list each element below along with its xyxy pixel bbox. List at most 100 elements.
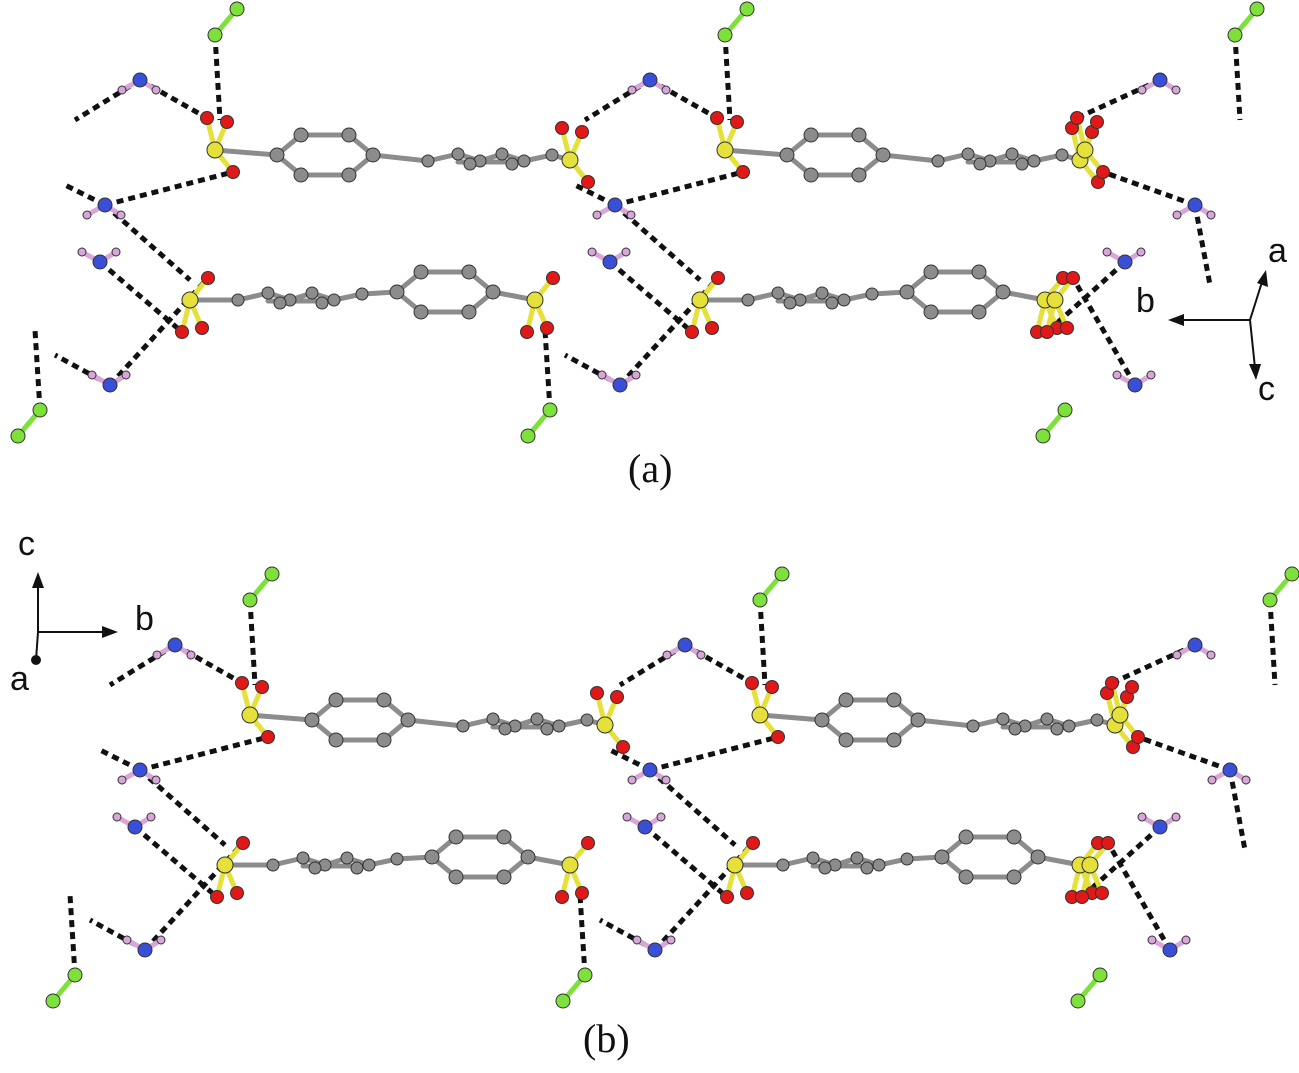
hydrogen-bond [577,894,588,976]
panel-label-b: (b) [583,1016,630,1061]
oxygen-atom [581,836,595,850]
carbon-atom [304,712,320,728]
oxygen-atom [575,125,589,139]
hydrogen-bond [247,599,258,686]
oxygen-atom [765,680,779,694]
sulfur-atom [716,141,734,159]
carbon-atom [350,861,364,875]
carbon-atom [886,692,902,708]
carbon-atom [448,829,464,845]
oxygen-atom [720,890,734,904]
axis-triad-a: a b c [1136,232,1287,408]
carbon-atom [996,712,1010,726]
covalent-bond [405,717,466,729]
hydrogen-atom [622,812,632,822]
oxygen-atom [1040,325,1054,339]
carbon-atom [966,719,980,733]
carbon-atom [315,296,329,310]
carbon-atom [995,284,1011,300]
carbon-atom [355,287,369,301]
carbon-atom [1062,719,1076,733]
carbon-atom [971,304,987,320]
oxygen-atom [1125,680,1139,694]
oxygen-atom [1075,890,1089,904]
chlorine-atom [1262,592,1278,608]
oxygen-atom [1095,886,1109,900]
carbon-atom [530,712,544,726]
carbon-atom [1050,722,1064,736]
carbon-atom [424,849,440,865]
carbon-atom [261,286,275,300]
nitrogen-atom [1222,762,1238,778]
hydrogen-atom [87,370,97,380]
hydrogen-bond [1227,769,1248,851]
covalent-bond [915,717,976,729]
carbon-atom [390,852,404,866]
carbon-atom [741,293,755,307]
hydrogen-atom [597,370,607,380]
hydrogen-bond [1232,34,1243,121]
carbon-atom [269,147,285,163]
hydrogen-atom [1172,210,1182,220]
carbon-atom [328,692,344,708]
hydrogen-atom [1147,935,1157,945]
carbon-atom [1030,849,1046,865]
chlorine-atom [774,566,790,582]
covalent-bond [212,147,280,158]
hydrogen-bond [598,917,657,953]
nitrogen-atom [677,637,693,653]
carbon-atom [389,284,405,300]
chlorine-atom [717,27,733,43]
oxygen-atom [1101,836,1115,850]
oxygen-atom [710,111,724,125]
hydrogen-atom [186,650,196,660]
hydrogen-bond [98,747,142,773]
sulfur-atom [216,856,234,874]
carbon-atom [851,167,867,183]
carbon-atom [517,154,531,168]
carbon-atom [545,148,559,162]
hydrogen-atom [152,650,162,660]
nitrogen-atom [102,377,118,393]
nitrogen-atom [132,762,148,778]
carbon-atom [1027,154,1041,168]
sulfur-atom [206,141,224,159]
oxygen-atom [745,676,759,690]
sulfur-atom [1076,141,1094,159]
nitrogen-atom [137,942,153,958]
chlorine-atom [1070,993,1086,1009]
chlorine-atom [739,1,755,17]
hydrogen-bond [139,734,269,773]
sulfur-atom [1111,706,1129,724]
oxygen-atom [740,886,754,900]
hydrogen-atom [631,370,641,380]
hydrogen-atom [621,247,631,257]
oxygen-atom [235,676,249,690]
carbon-atom [305,286,319,300]
oxygen-atom [201,271,215,285]
oxygen-atom [1060,321,1074,335]
oxygen-atom [1105,676,1119,690]
nitrogen-atom [1152,819,1168,835]
chlorine-atom [242,592,258,608]
hydrogen-bond [573,182,617,208]
oxygen-atom [261,730,275,744]
hydrogen-bond [67,894,78,976]
oxygen-atom [610,690,624,704]
carbon-atom [961,147,975,161]
carbon-atom [461,264,477,280]
chlorine-atom [1284,566,1299,582]
hydrogen-atom [82,210,92,220]
molecular-scene [10,1,1299,1009]
hydrogen-atom [627,85,637,95]
oxygen-atom [230,886,244,900]
hydrogen-bond [608,747,652,773]
panel-label-a: (a) [628,446,672,491]
carbon-atom [783,296,797,310]
axis-label-c: c [1258,370,1275,408]
carbon-atom [958,869,974,885]
oxygen-atom [1070,111,1084,125]
carbon-atom [851,127,867,143]
oxygen-atom [711,271,725,285]
hydrogen-bond [63,182,107,208]
